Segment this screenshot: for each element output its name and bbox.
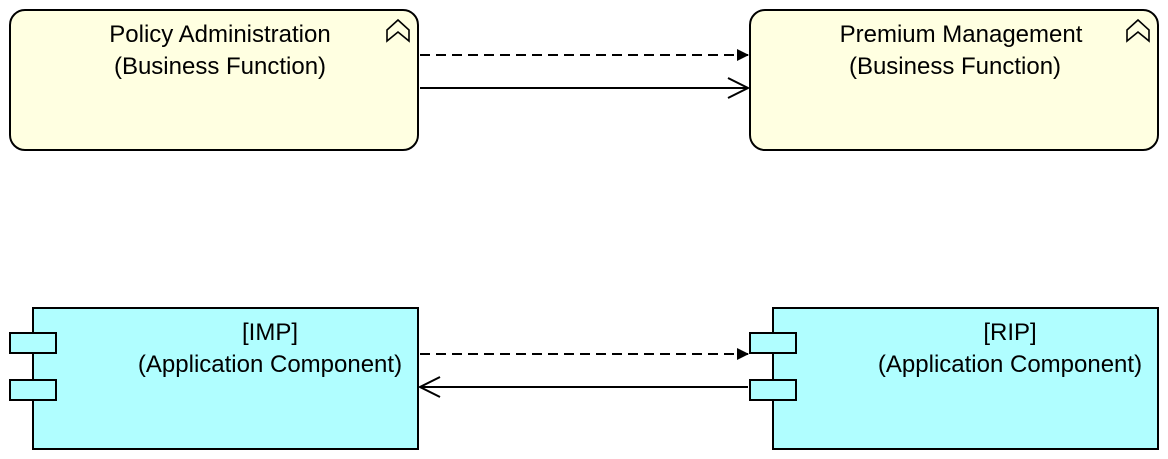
application-component-icon	[749, 379, 797, 401]
policy-administration-node[interactable]: Policy Administration (Business Function…	[9, 9, 419, 151]
rip-application-component-node[interactable]: [RIP] (Application Component)	[772, 307, 1159, 450]
node-name: Policy Administration	[109, 21, 331, 48]
node-type: (Business Function)	[113, 53, 327, 80]
node-label: Policy Administration (Business Function…	[11, 19, 429, 83]
node-label: [RIP] (Application Component)	[858, 317, 1162, 381]
node-type: (Business Function)	[848, 53, 1062, 80]
node-name: [IMP]	[241, 319, 298, 346]
application-component-icon	[9, 332, 57, 354]
node-type: (Application Component)	[877, 351, 1143, 378]
node-name: [RIP]	[983, 319, 1037, 346]
node-label: [IMP] (Application Component)	[118, 317, 422, 381]
node-label: Premium Management (Business Function)	[751, 19, 1168, 83]
premium-management-node[interactable]: Premium Management (Business Function)	[749, 9, 1159, 151]
application-component-icon	[9, 379, 57, 401]
business-function-icon	[386, 18, 410, 43]
application-component-icon	[749, 332, 797, 354]
imp-application-component-node[interactable]: [IMP] (Application Component)	[32, 307, 419, 450]
node-name: Premium Management	[839, 21, 1083, 48]
node-type: (Application Component)	[137, 351, 403, 378]
business-function-icon	[1126, 18, 1150, 43]
